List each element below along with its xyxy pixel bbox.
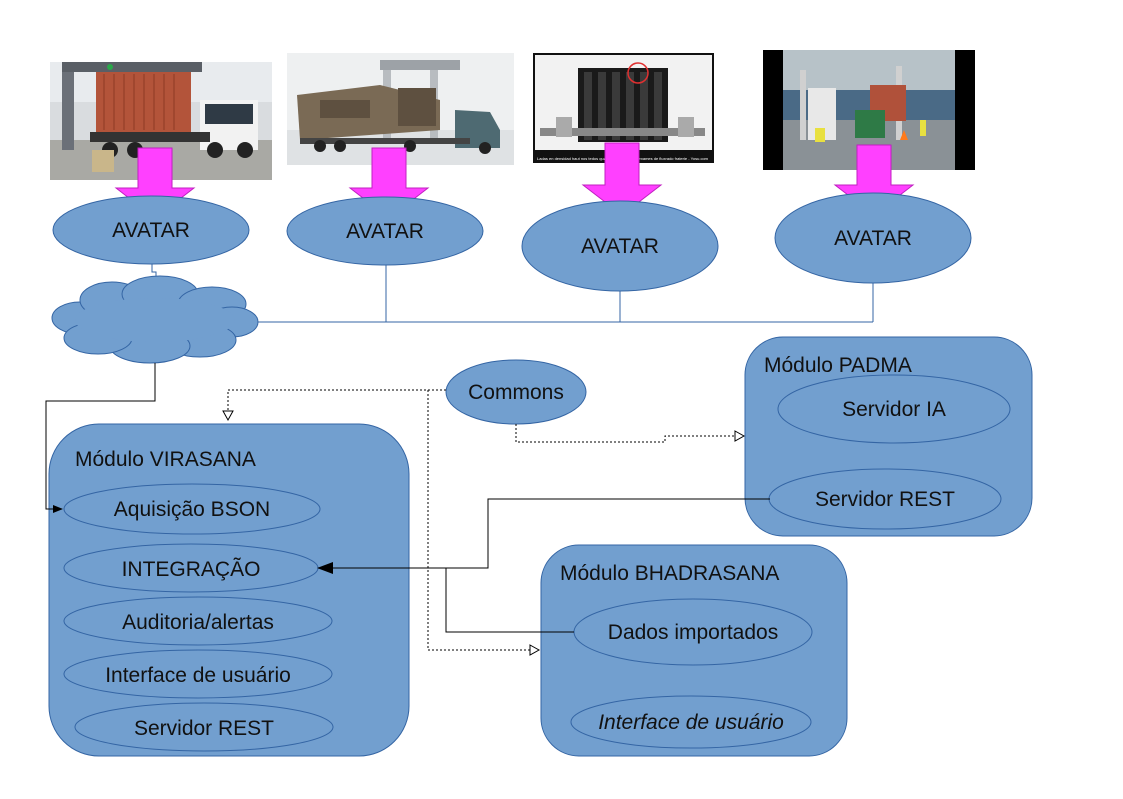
photo-truck-scanner-1 [50,62,272,180]
commons-label: Commons [468,381,564,404]
virasana-item-interface: Interface de usuário [63,649,333,699]
module-title: Módulo VIRASANA [75,448,256,471]
virasana-item-auditoria: Auditoria/alertas [63,596,333,646]
module-title: Módulo PADMA [764,354,912,377]
commons-dependencies [222,389,746,656]
arrow-cloud-to-aquisicao [45,363,156,513]
dep-commons-to-padma [515,424,746,443]
item-label: Servidor REST [815,488,955,511]
photo-xray-image: Ladas en densidad haut nos tedos quand a… [533,53,714,163]
dep-commons-to-bhadrasana [427,390,541,656]
virasana-item-aquisicao: Aquisição BSON [63,483,321,535]
arrow-padma-rest-to-integracao [317,498,770,574]
bhadrasana-item-dados: Dados importados [573,598,813,666]
module-title: Módulo BHADRASANA [560,562,779,585]
dep-commons-to-virasana [222,389,446,422]
line-bhadrasana-dados [445,568,574,633]
avatar-node: AVATAR [521,200,719,292]
item-label: INTEGRAÇÃO [122,557,261,581]
item-label: Interface de usuário [105,664,291,687]
avatar-node: AVATAR [286,196,484,266]
virasana-item-integracao: INTEGRAÇÃO [63,543,319,593]
photo-truck-scanner-2 [287,53,514,165]
down-arrow-icon [581,142,663,216]
item-label: Aquisição BSON [114,498,270,521]
item-label: Servidor IA [842,398,946,421]
padma-item-servidor-ia: Servidor IA [777,374,1011,444]
avatar-label: AVATAR [346,220,424,243]
item-label: Dados importados [608,621,778,644]
virasana-item-servidor-rest: Servidor REST [74,702,334,752]
item-label: Servidor REST [134,717,274,740]
avatar-label: AVATAR [112,219,190,242]
padma-item-servidor-rest: Servidor REST [768,468,1002,530]
cloud-icon [51,275,259,364]
avatar-label: AVATAR [834,227,912,250]
avatar-label: AVATAR [581,235,659,258]
bhadrasana-item-interface: Interface de usuário [570,695,812,749]
flow-arrows [45,363,770,633]
item-label: Interface de usuário [598,711,784,734]
commons-node: Commons [445,359,587,425]
avatar-node: AVATAR [774,192,972,284]
item-label: Auditoria/alertas [122,611,274,634]
avatar-node: AVATAR [52,195,250,265]
